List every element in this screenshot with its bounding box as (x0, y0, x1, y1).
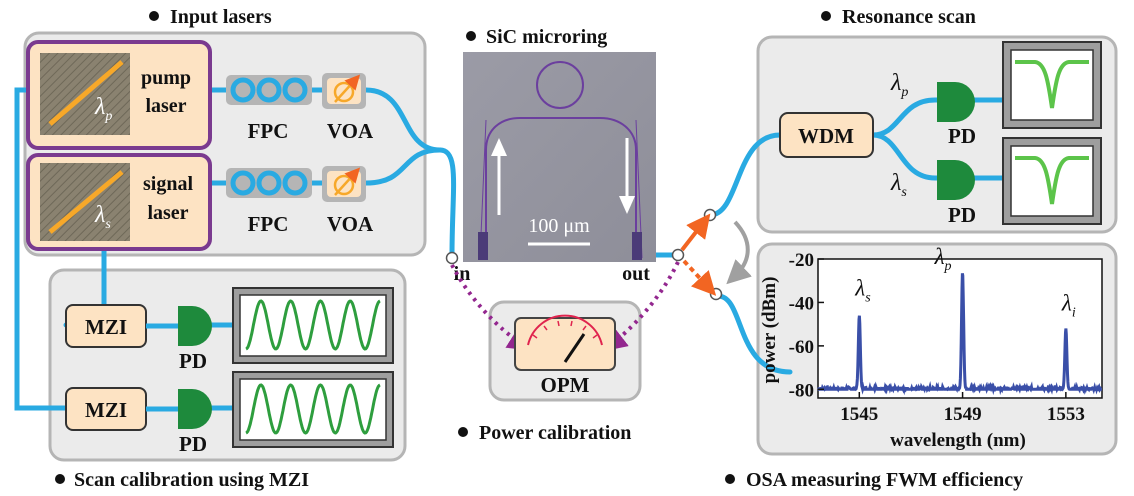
pd-top-label: PD (948, 124, 976, 148)
osa-xlabel: wavelength (nm) (890, 430, 1026, 451)
pd-top-icon (937, 82, 975, 122)
scope-resonance-bottom (1002, 137, 1102, 225)
scan-connector (703, 208, 717, 222)
osa-spectrum-chart: -20 -40 -60 -80 1545 1549 1553 λs λp λi (789, 244, 1103, 425)
signal-laser-label-1: signal (143, 173, 193, 195)
output-connector (671, 248, 685, 262)
scope-mzi-bottom (232, 371, 394, 448)
scope-mzi-top (232, 287, 394, 364)
out-label: out (622, 263, 650, 285)
title-resonance-scan: Resonance scan (842, 6, 976, 28)
pd-bottom-label: PD (948, 203, 976, 227)
switch-arrow-down (682, 259, 717, 296)
osa-peak-label: λp (934, 244, 952, 274)
opm-label: OPM (541, 373, 590, 397)
osa-peak-label: λs (854, 275, 871, 305)
mzi-bottom-label: MZI (85, 398, 127, 422)
fpc-signal-label: FPC (248, 212, 289, 236)
title-scan-calibration: Scan calibration using MZI (74, 469, 309, 491)
signal-laser-label-2: laser (147, 202, 188, 224)
scale-bar-label: 100 μm (528, 215, 590, 237)
osa-ytick-label: -20 (789, 250, 814, 271)
osa-connector (709, 287, 723, 301)
wdm-label: WDM (798, 124, 854, 148)
switch-grey-arrow (726, 220, 752, 285)
input-connector (445, 251, 459, 265)
pump-laser: λp pump laser (26, 40, 212, 150)
voa-signal (322, 166, 366, 202)
osa-ytick-label: -80 (789, 380, 814, 401)
pd-mzi-top-label: PD (179, 349, 207, 373)
signal-lambda: λs (94, 202, 111, 232)
title-osa: OSA measuring FWM efficiency (746, 469, 1023, 491)
scope-resonance-top (1002, 41, 1102, 129)
osa-ytick-label: -60 (789, 337, 814, 358)
pump-lambda: λp (94, 94, 112, 124)
osa-xtick-label: 1545 (840, 404, 878, 425)
osa-ytick-label: -40 (789, 293, 814, 314)
title-input-lasers: Input lasers (170, 6, 272, 28)
signal-laser: λs signal laser (26, 153, 212, 251)
wdm-lambda-p: λp (890, 70, 908, 100)
in-label: in (454, 263, 471, 285)
pd-mzi-bottom-icon (178, 389, 212, 429)
calibration-path-out (602, 261, 680, 352)
mzi-top-label: MZI (85, 315, 127, 339)
switch-arrow-up (680, 213, 711, 252)
pump-laser-label-2: laser (145, 95, 186, 117)
opm-meter (514, 314, 616, 371)
voa-pump (322, 73, 366, 109)
title-sic-microring: SiC microring (486, 26, 607, 48)
wdm-box (779, 112, 874, 158)
title-power-calibration: Power calibration (479, 422, 631, 444)
wdm-lambda-s: λs (890, 170, 907, 200)
sic-microring-image: 100 μm (463, 52, 656, 262)
fpc-pump-label: FPC (248, 119, 289, 143)
pump-laser-label-1: pump (141, 67, 191, 89)
osa-xtick-label: 1549 (944, 404, 982, 425)
fpc-pump (226, 75, 312, 105)
voa-pump-label: VOA (327, 119, 374, 143)
pd-mzi-top-icon (178, 306, 212, 346)
fpc-signal (226, 168, 312, 198)
voa-signal-label: VOA (327, 212, 374, 236)
osa-peak-label: λi (1061, 291, 1076, 321)
pd-mzi-bottom-label: PD (179, 432, 207, 456)
osa-spectrum-trace (817, 273, 1103, 396)
osa-xtick-label: 1553 (1047, 404, 1085, 425)
osa-ylabel: power (dBm) (759, 277, 780, 384)
pd-bottom-icon (937, 160, 975, 200)
